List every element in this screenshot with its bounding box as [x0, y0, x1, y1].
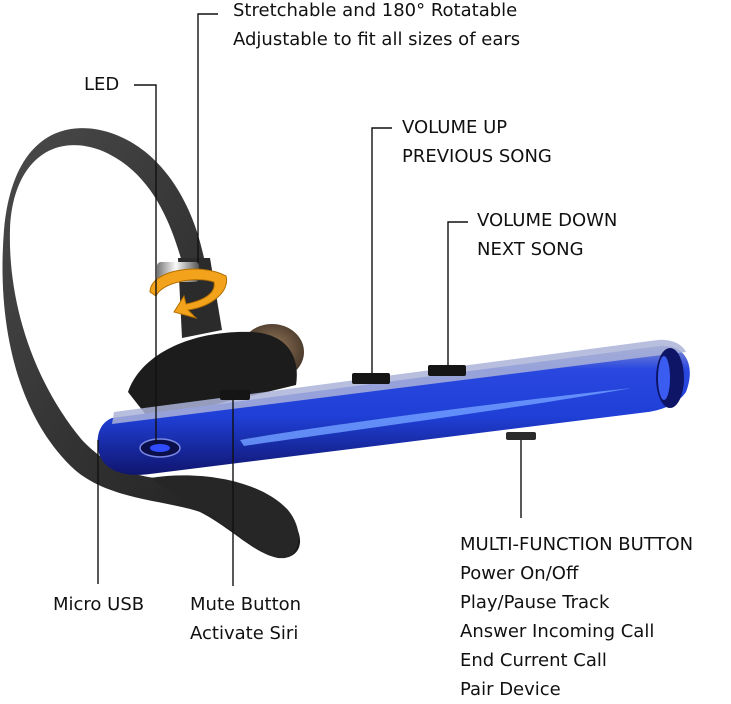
label-micro-usb: Micro USB — [53, 594, 145, 615]
earhook-strap — [150, 475, 299, 559]
label-hook: Stretchable and 180° Rotatable Adjustabl… — [233, 0, 521, 50]
boom-top-edge — [112, 339, 686, 424]
label-volume-down: VOLUME DOWN NEXT SONG — [477, 210, 618, 260]
label-mute: Mute Button Activate Siri — [190, 594, 302, 644]
boom-end-cap-highlight — [658, 356, 670, 400]
leader-line-volume-up — [371, 127, 392, 373]
leader-line-led — [134, 84, 157, 444]
mute-button — [220, 390, 250, 400]
earhook — [2, 128, 301, 559]
rotate-arrow-icon — [149, 268, 228, 319]
label-multi-function: MULTI-FUNCTION BUTTON Power On/Off Play/… — [460, 534, 694, 700]
label-volume-up: VOLUME UP PREVIOUS SONG — [402, 117, 552, 167]
led-light — [150, 444, 170, 452]
leader-line-hook — [197, 13, 218, 262]
multi-function-button — [506, 432, 536, 440]
label-led: LED — [84, 74, 120, 95]
boom-highlight — [240, 388, 632, 446]
leader-line-volume-down — [447, 221, 468, 365]
volume-down-button — [428, 365, 466, 376]
volume-up-button — [352, 373, 390, 384]
speaker-housing — [128, 331, 297, 420]
